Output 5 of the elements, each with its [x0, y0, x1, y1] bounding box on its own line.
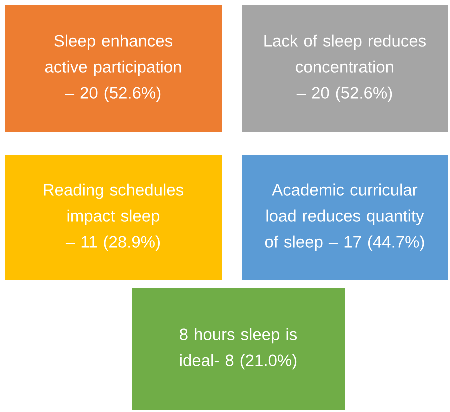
- category-box: Sleep enhances active participation – 20 (52.6%): [5, 5, 222, 132]
- category-box: Academic curricular load reduces quantity of sleep – 17 (44.7%): [242, 155, 448, 280]
- category-box: 8 hours sleep is ideal- 8 (21.0%): [132, 288, 345, 410]
- category-box: Reading schedules impact sleep – 11 (28.9%): [5, 155, 222, 280]
- category-box: Lack of sleep reduces concentration – 20 (52.6%): [242, 5, 448, 132]
